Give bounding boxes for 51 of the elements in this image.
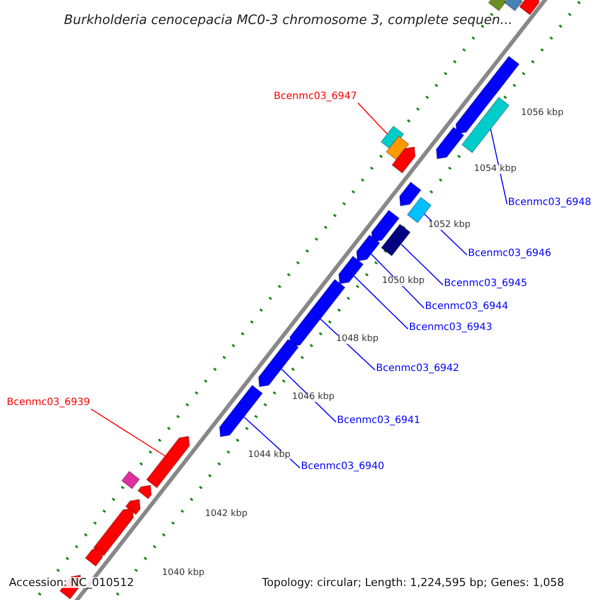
- gene-block: [391, 146, 416, 174]
- tick-label: 1054 kbp: [474, 164, 516, 174]
- gene-block: [338, 256, 364, 284]
- gene-block: [461, 96, 510, 154]
- gene-block: [399, 181, 422, 206]
- gene-block: [455, 86, 496, 134]
- gene-block: [371, 210, 400, 242]
- tick-label: 1052 kbp: [428, 220, 470, 230]
- leader-line: [358, 102, 388, 134]
- leader-line: [353, 276, 408, 330]
- map-title: Burkholderia cenocepacia MC0-3 chromosome 3, complete sequen...: [64, 14, 512, 27]
- gene-block: [356, 234, 380, 262]
- accession-text: Accession: NC_010512: [9, 576, 134, 588]
- leader-line: [90, 408, 166, 456]
- gene-block: [258, 338, 299, 388]
- gene-block: [92, 508, 134, 556]
- gene-block: [386, 135, 410, 161]
- tick-label: 1044 kbp: [248, 450, 290, 460]
- gene-block: [488, 0, 507, 12]
- gene-block: [137, 484, 152, 500]
- leader-line: [400, 244, 444, 286]
- gene-label: Bcenmc03_6940: [301, 462, 384, 472]
- gene-block: [219, 384, 264, 438]
- gene-block: [484, 56, 520, 96]
- gene-label: Bcenmc03_6943: [409, 323, 492, 333]
- gene-block: [125, 498, 141, 516]
- gene-label: Bcenmc03_6942: [376, 364, 460, 374]
- gene-label: Bcenmc03_6941: [337, 416, 420, 426]
- tick-label: 1048 kbp: [336, 334, 378, 344]
- gene-block: [84, 547, 104, 567]
- gene-block: [146, 436, 190, 488]
- gene-label: Bcenmc03_6944: [425, 302, 508, 312]
- gene-label: Bcenmc03_6945: [444, 279, 528, 289]
- gene-label: Bcenmc03_6939: [6, 398, 90, 408]
- tick-label: 1042 kbp: [205, 510, 248, 518]
- tick-label: 1056 kbp: [521, 108, 564, 118]
- gene-block: [504, 0, 523, 12]
- leader-line: [490, 128, 508, 204]
- tick-label: 1046 kbp: [292, 392, 334, 402]
- gene-label: Bcenmc03_6946: [468, 249, 552, 259]
- tick-label: 1040 kbp: [162, 568, 204, 578]
- gene-block: [380, 224, 411, 256]
- gene-label: Bcenmc03_6948: [508, 198, 592, 208]
- leader-line: [370, 254, 424, 308]
- summary-text: Topology: circular; Length: 1,224,595 bp; Genes: 1,058: [262, 576, 564, 588]
- gene-block: [121, 470, 140, 490]
- gene-block: [518, 0, 540, 16]
- tick-label: 1050 kbp: [382, 276, 424, 286]
- gene-block: [436, 126, 464, 160]
- leader-line: [244, 416, 300, 468]
- gene-label: Bcenmc03_6947: [274, 92, 357, 102]
